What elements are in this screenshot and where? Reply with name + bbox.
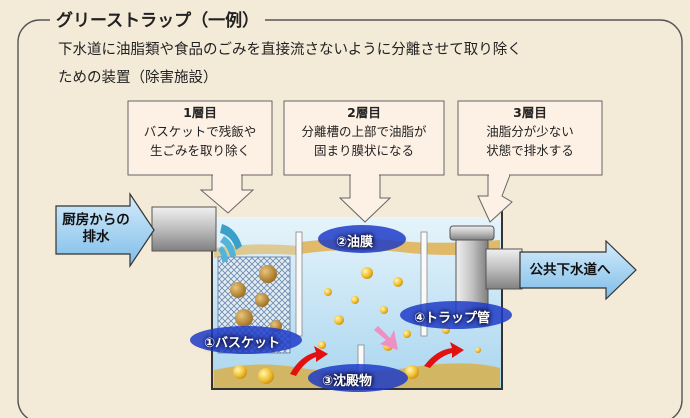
callout-layer-2: 2層目 分離槽の上部で油脂が 固まり膜状になる [284,103,444,160]
outlet-pipe [485,248,523,290]
sediment-label-bg [308,364,408,392]
outlet-label: 公共下水道へ [529,262,611,278]
callout-layer-3-line1: 油脂分が少ない [486,124,574,139]
callout-layer-1-line1: バスケットで残飯や [143,124,257,139]
outer-frame [17,19,683,418]
callout-layer-1: 1層目 バスケットで残飯や 生ごみを取り除く [128,103,272,160]
inlet-label: 厨房からの 排水 [56,212,136,246]
callout-layer-1-line2: 生ごみを取り除く [149,143,250,158]
basket-label-bg [190,326,302,354]
inlet-label-line1: 厨房からの [62,212,130,228]
sediment-label: ③沈殿物 [322,374,373,389]
trap-pipe-label: ④トラップ管 [414,311,491,326]
callout-layer-2-line2: 固まり膜状になる [313,143,414,158]
callout-1-box [127,100,273,214]
callout-layer-3-line2: 状態で排水する [486,143,574,158]
partition-2 [420,231,428,337]
inlet-flow [220,224,242,250]
callout-layer-1-title: 1層目 [183,105,217,120]
callout-layer-2-title: 2層目 [347,105,381,120]
callout-layer-3-title: 3層目 [513,105,547,120]
oil-film-label: ②油膜 [336,235,374,250]
inlet-arrow [55,192,155,268]
inlet-label-line2: 排水 [82,229,110,245]
callout-2-box [283,100,445,223]
page-title: グリーストラップ（一例） [50,6,266,31]
description-line-2: ための装置（除害施設） [58,70,218,86]
partition-1 [295,231,303,337]
trap-pipe-label-bg [400,301,512,329]
callout-layer-3: 3層目 油脂分が少ない 状態で排水する [458,103,602,160]
callout-3-box [457,100,603,223]
callout-layer-2-line1: 分離槽の上部で油脂が [301,124,427,139]
inlet-pipe [151,206,217,252]
flow-arrow-1 [290,346,328,376]
description-line-1: 下水道に油脂類や食品のごみを直接流さないように分離させて取り除く [58,42,522,58]
outlet-arrow [519,239,637,301]
settle-arrow [374,326,398,350]
flow-arrow-2 [424,342,464,368]
oil-film-label-bg [318,225,406,253]
basket-label: ①バスケット [204,336,281,351]
